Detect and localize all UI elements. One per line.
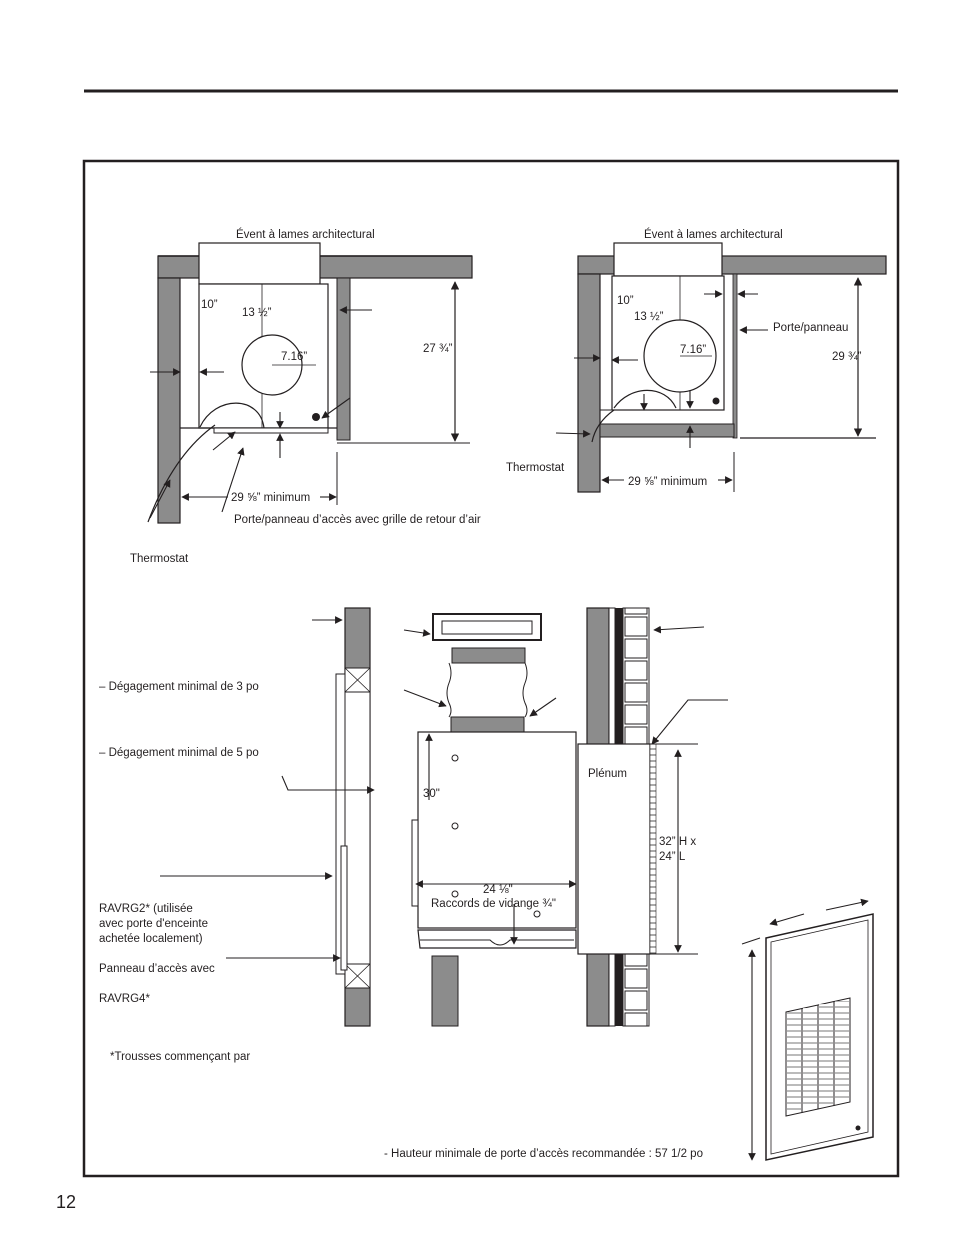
architectural-vent	[198, 242, 321, 285]
bottom-unit-front: 30" 24 ⅛" Raccords de vidange ¾"	[403, 613, 577, 1027]
tr-vent-label: Évent à lames architectural	[644, 228, 783, 241]
tl-thermostat: Thermostat	[130, 553, 189, 565]
tr-dim-29-75: 29 ¾”	[832, 351, 862, 363]
tl-vent-label: Évent à lames architectural	[236, 228, 375, 241]
bottom-side-view: – Dégagement minimal de 3 po – Dégagemen…	[99, 607, 375, 1063]
tr-dim-10: 10”	[617, 295, 634, 307]
access-panel-label: Panneau d’accès avec	[99, 963, 215, 975]
tl-dim-10: 10”	[201, 299, 218, 311]
tl-dim-7-16: 7.16”	[281, 351, 307, 363]
clearance-3: – Dégagement minimal de 3 po	[99, 681, 259, 693]
architectural-vent-right	[613, 242, 723, 277]
tl-dim-27-75: 27 ¾”	[423, 343, 453, 355]
bottom-plenum-wall: Plénum 32” H x 24” L	[577, 607, 728, 1027]
min-height-label: - Hauteur minimale de porte d’accès reco…	[384, 1148, 703, 1160]
tr-dim-7-16: 7.16”	[680, 344, 706, 356]
tr-dim-13-5: 13 ½”	[634, 311, 664, 323]
plenum-label: Plénum	[588, 768, 627, 780]
access-door-panel: - Hauteur minimale de porte d’accès reco…	[384, 898, 874, 1161]
figure-frame	[82, 159, 900, 1178]
plenum-l: 24” L	[659, 851, 686, 863]
dim-30: 30"	[423, 788, 440, 800]
ravrg2-line1: RAVRG2* (utilisée	[99, 903, 193, 915]
drain-label: Raccords de vidange ¾"	[431, 898, 556, 910]
top-left-diagram: Évent à lames architectural 10” 13 ½” 7.…	[130, 228, 481, 565]
clearance-5: – Dégagement minimal de 5 po	[99, 747, 259, 759]
kits-label: *Trousses commençant par	[110, 1051, 250, 1063]
tr-door-label: Porte/panneau	[773, 322, 848, 334]
tr-dim-min: 29 ⅝” minimum	[628, 476, 707, 488]
ravrg4-label: RAVRG4*	[99, 993, 150, 1005]
ravrg2-line3: achetée localement)	[99, 933, 203, 945]
unit-cabinet	[417, 731, 577, 929]
tl-dim-13-5: 13 ½”	[242, 307, 272, 319]
dim-24-125: 24 ⅛"	[483, 884, 513, 896]
tr-thermostat: Thermostat	[506, 462, 565, 474]
tl-access-label: Porte/panneau d’accès avec grille de ret…	[234, 514, 481, 526]
page-number: 12	[56, 1192, 76, 1212]
plenum-h: 32” H x	[659, 836, 696, 848]
ravrg2-line2: avec porte d'enceinte	[99, 918, 208, 930]
top-right-diagram: Évent à lames architectural 10” 13 ½” 7.…	[506, 228, 887, 493]
tl-dim-min: 29 ⅝” minimum	[231, 492, 310, 504]
